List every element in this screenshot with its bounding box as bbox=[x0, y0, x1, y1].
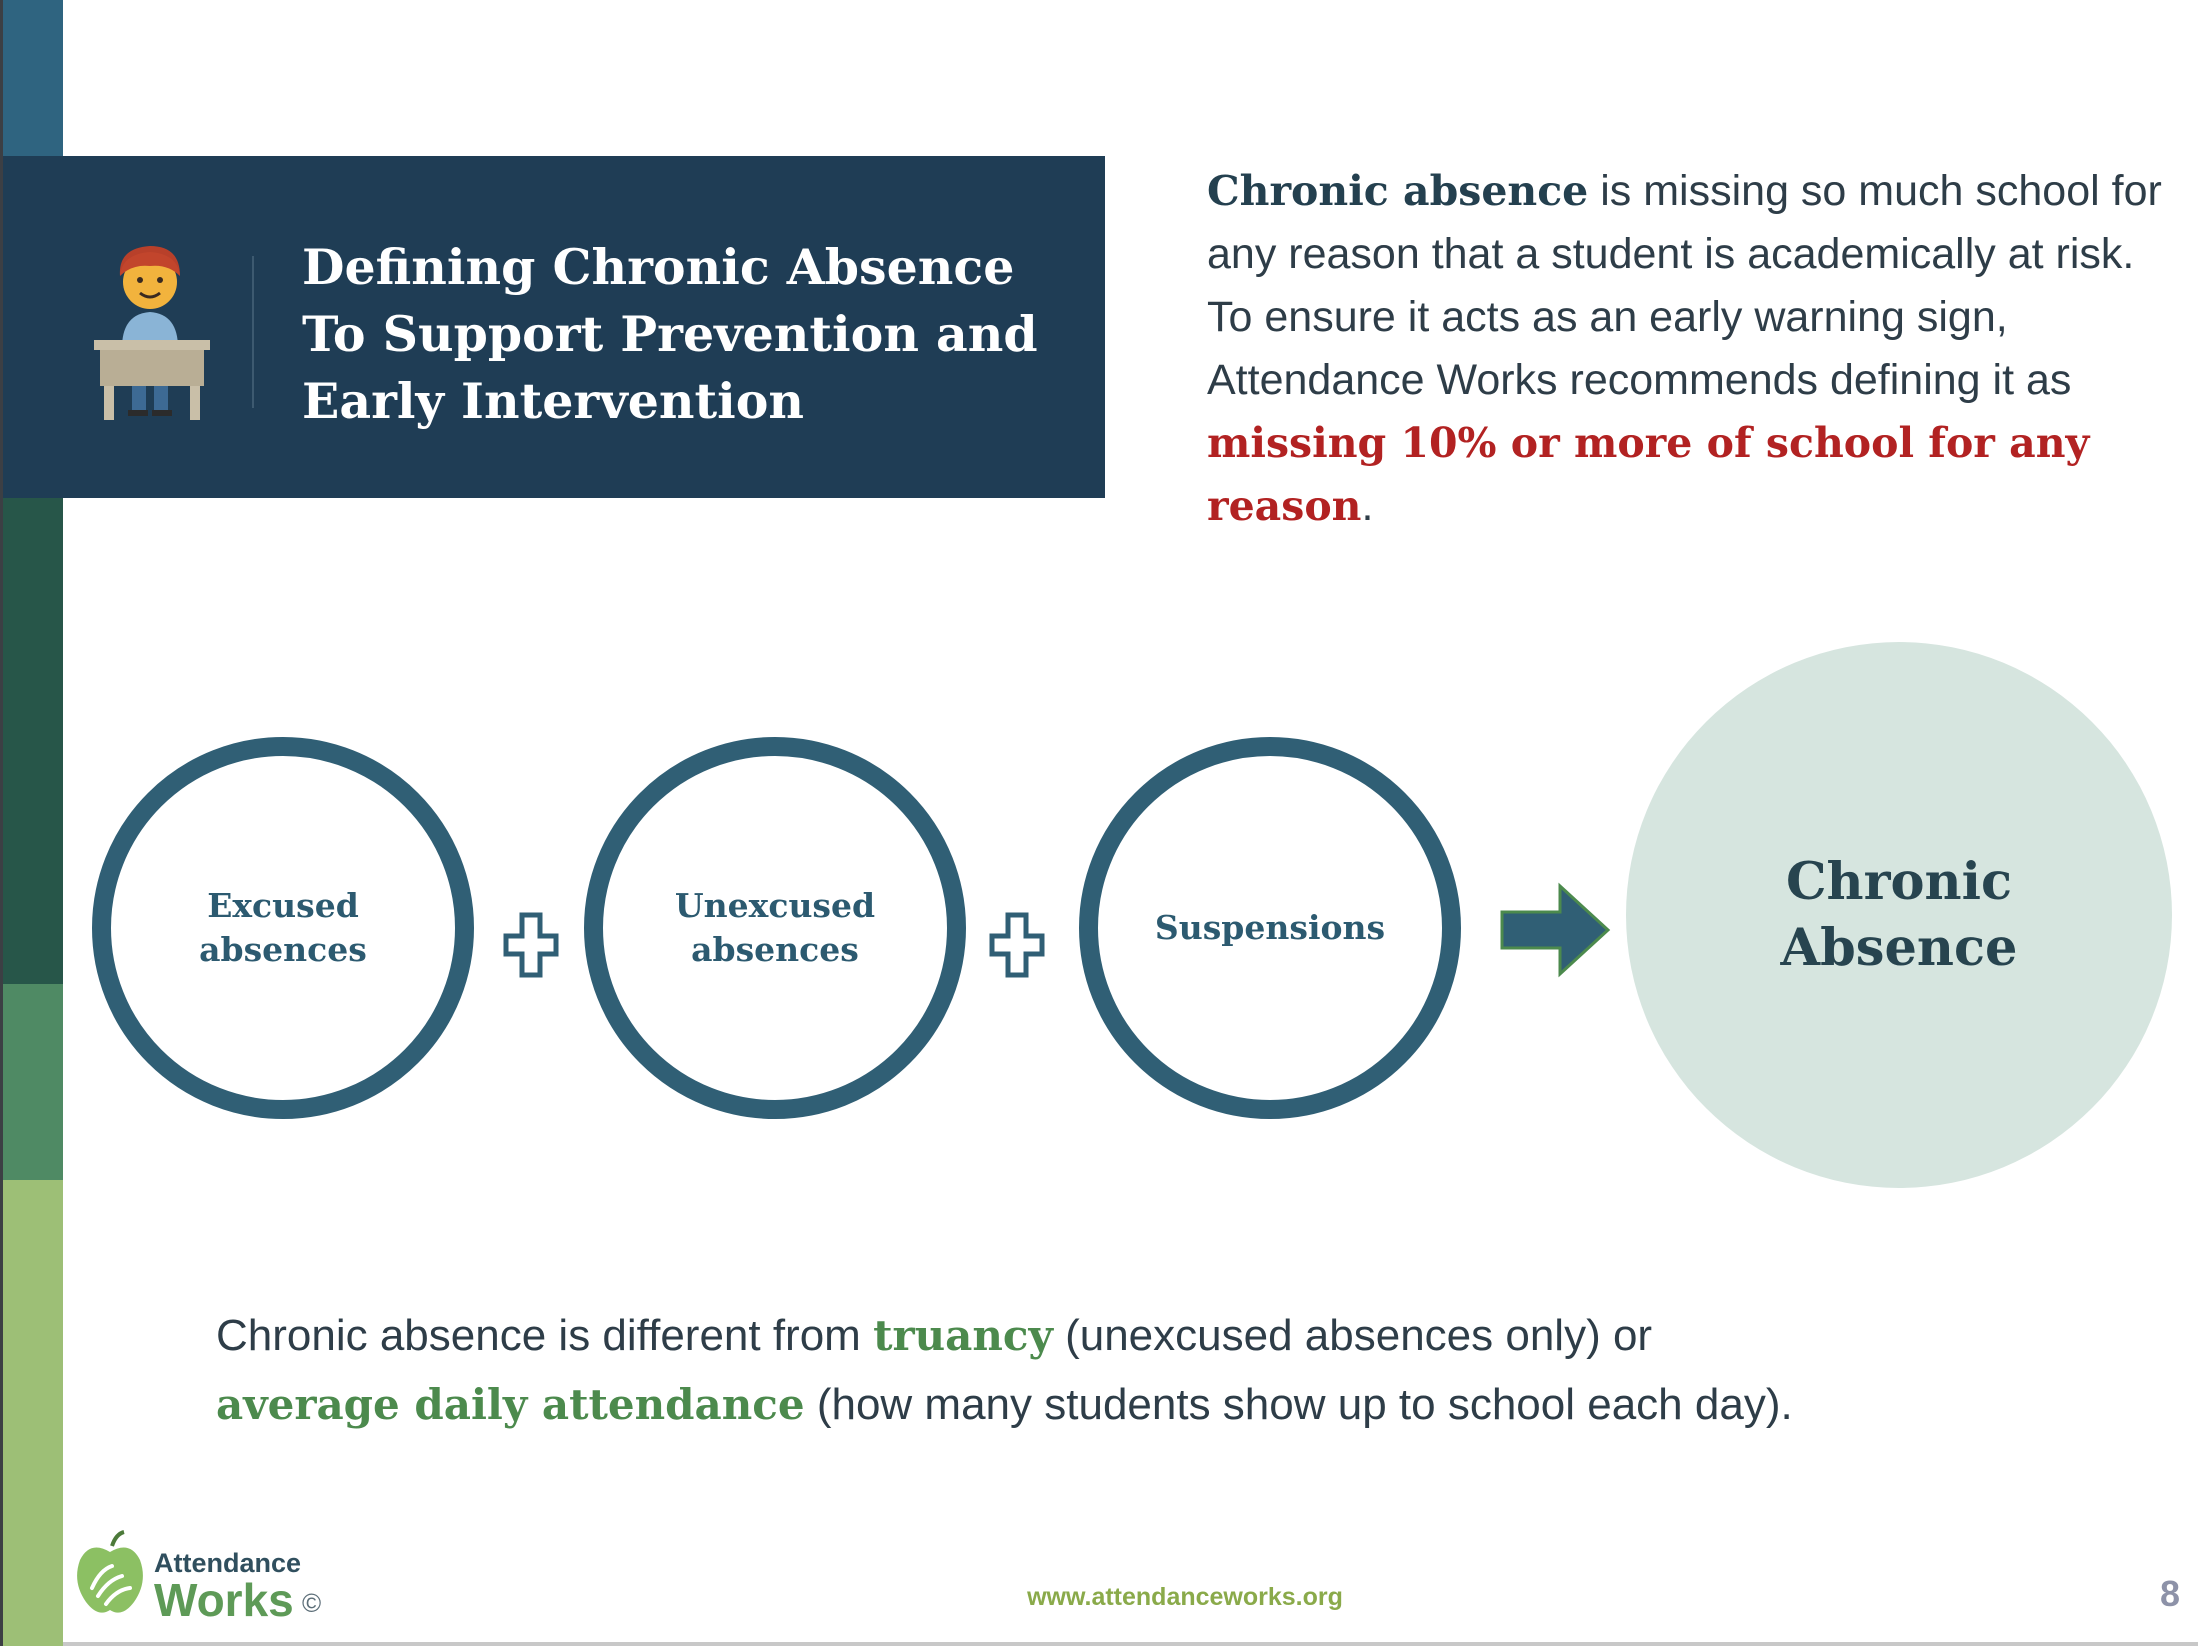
arrow-right-icon bbox=[1500, 882, 1612, 978]
sidebar-band-3 bbox=[3, 498, 63, 984]
plus-icon bbox=[989, 912, 1045, 978]
student-at-desk-icon bbox=[88, 236, 218, 426]
slide-edge bbox=[0, 0, 3, 1646]
term-label-excused: Excused absences bbox=[199, 886, 367, 969]
page-title: Defining Chronic Absence To Support Prev… bbox=[302, 234, 1092, 435]
title-box bbox=[3, 156, 1105, 498]
result-circle: Chronic Absence bbox=[1626, 642, 2172, 1188]
definition-lead: Chronic absence bbox=[1207, 167, 1589, 215]
footer-url: www.attendanceworks.org bbox=[1027, 1583, 1343, 1611]
note-text-1: Chronic absence is different from bbox=[216, 1311, 874, 1360]
logo-line-2: Works bbox=[154, 1574, 294, 1626]
title-line-1: Defining Chronic Absence bbox=[302, 238, 1015, 296]
note-term-ada: average daily attendance bbox=[216, 1380, 805, 1429]
note-text-2: (unexcused absences only) or bbox=[1052, 1311, 1653, 1360]
definition-text-1: is missing so much school for any reason… bbox=[1207, 167, 2162, 404]
term-circle-unexcused: Unexcused absences bbox=[584, 737, 966, 1119]
comparison-note: Chronic absence is different from truanc… bbox=[216, 1301, 2116, 1439]
sidebar-band-5 bbox=[3, 1180, 63, 1646]
term-label-unexcused: Unexcused absences bbox=[674, 886, 876, 969]
definition-text-2: . bbox=[1361, 482, 1374, 530]
footer-rule bbox=[63, 1642, 2198, 1646]
title-line-2: To Support Prevention and bbox=[302, 305, 1038, 363]
title-line-3: Early Intervention bbox=[302, 372, 805, 430]
note-term-truancy: truancy bbox=[873, 1311, 1053, 1360]
copyright-mark: © bbox=[302, 1588, 322, 1618]
title-divider bbox=[252, 256, 254, 408]
sidebar-band-4 bbox=[3, 984, 63, 1180]
result-label: Chronic Absence bbox=[1780, 852, 2018, 978]
term-circle-excused: Excused absences bbox=[92, 737, 474, 1119]
term-circle-suspensions: Suspensions bbox=[1079, 737, 1461, 1119]
definition-emphasis: missing 10% or more of school for any re… bbox=[1207, 419, 2090, 530]
term-label-suspensions: Suspensions bbox=[1154, 908, 1386, 947]
definition-paragraph: Chronic absence is missing so much schoo… bbox=[1207, 160, 2167, 538]
brand-logo-text: Attendance Works bbox=[154, 1548, 302, 1626]
apple-logo-icon bbox=[72, 1530, 148, 1620]
page-number: 8 bbox=[2159, 1573, 2180, 1614]
sidebar-band-1 bbox=[3, 0, 63, 156]
note-text-3: (how many students show up to school eac… bbox=[804, 1380, 1793, 1429]
logo-line-1: Attendance bbox=[154, 1548, 302, 1578]
plus-icon bbox=[503, 912, 559, 978]
